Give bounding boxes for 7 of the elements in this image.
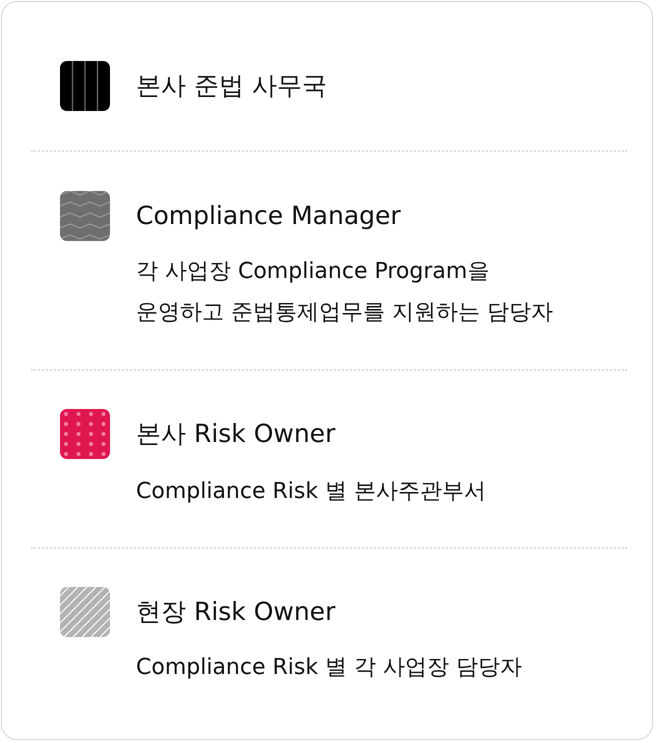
description-text: Compliance Risk 별 본사주관부서: [136, 478, 488, 506]
legend-label: 본사 준법 사무국: [136, 71, 327, 101]
legend-label: 본사 Risk Owner: [136, 419, 336, 449]
description-text: Compliance Risk 별 각 사업장 담당자: [136, 654, 524, 682]
legend-label: 현장 Risk Owner: [136, 597, 336, 627]
legend-label: Compliance Manager: [136, 201, 401, 231]
description-text: 각 사업장 Compliance Program을 운영하고 준법통제업무를 지원하는 담당자: [136, 258, 554, 327]
